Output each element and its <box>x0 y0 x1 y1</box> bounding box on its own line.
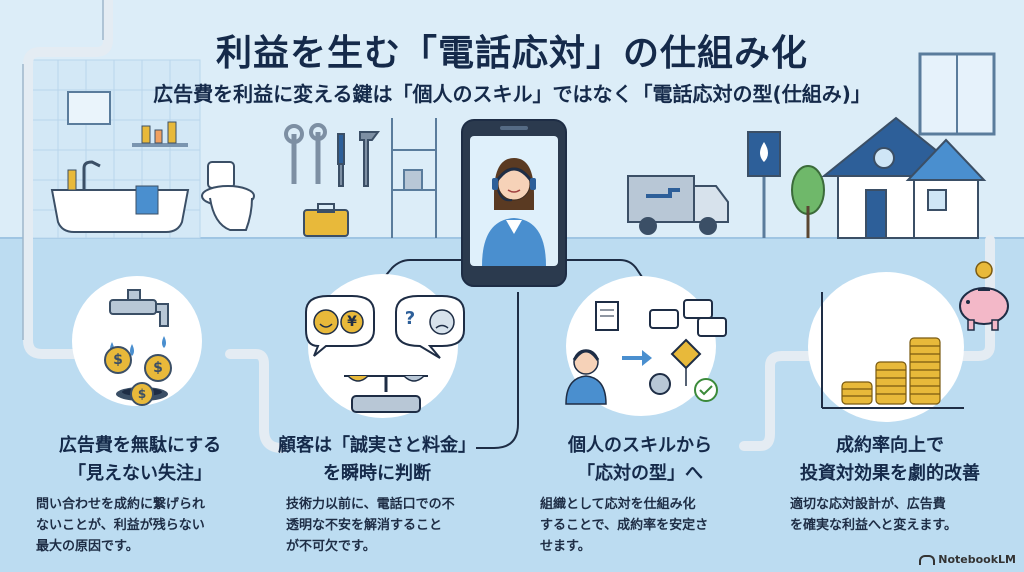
card2-title-line2: を瞬時に判断 <box>323 463 431 484</box>
brand-text: NotebookLM <box>938 553 1016 566</box>
piggy-bank-icon <box>959 261 1009 331</box>
page-subtitle: 広告費を利益に変える鍵は「個人のスキル」ではなく「電話応対の型(仕組み)」 <box>153 82 871 106</box>
card4-title-line1: 成約率向上で <box>836 435 944 456</box>
coin-icon: $ <box>104 346 132 374</box>
tree <box>791 165 825 238</box>
card3-title: 個人のスキルから 「応対の型」へ <box>530 432 750 488</box>
flowchart-icon <box>565 299 727 405</box>
card3-title-line1: 個人のスキルから <box>568 435 712 456</box>
question-icon: ? <box>404 308 416 329</box>
card2-body-line1: 技術力以前に、電話口での不 <box>286 497 455 512</box>
card2-body-line3: が不可欠です。 <box>286 539 376 554</box>
card4-body-line2: を確実な利益へと変えます。 <box>790 518 958 533</box>
card2-title: 顧客は「誠実さと料金」 を瞬時に判断 <box>262 432 492 488</box>
bathtub <box>50 160 190 233</box>
card1-title-line1: 広告費を無駄にする <box>58 435 222 456</box>
card1-title-line2: 「見えない失注」 <box>68 463 212 484</box>
card2-title-line1: 顧客は「誠実さと料金」 <box>278 435 476 456</box>
card4-body: 適切な応対設計が、広告費 を確実な利益へと変えます。 <box>790 494 1010 536</box>
card3-body-line2: することで、成約率を安定さ <box>540 518 709 533</box>
card3-title-line2: 「応対の型」へ <box>577 463 703 484</box>
card1-body-line1: 問い合わせを成約に繋げられ <box>36 497 206 512</box>
card3-body-line3: せます。 <box>540 539 591 554</box>
card1-body: 問い合わせを成約に繋げられ ないことが、利益が残らない 最大の原因です。 <box>36 494 256 557</box>
card4-body-line1: 適切な応対設計が、広告費 <box>790 497 946 512</box>
truck <box>627 175 729 235</box>
pipes <box>23 0 995 453</box>
card1-title: 広告費を無駄にする 「見えない失注」 <box>30 432 250 488</box>
card1-body-line2: ないことが、利益が残らない <box>36 518 205 533</box>
yen-icon: ¥ <box>347 314 357 330</box>
connector-lines <box>371 259 653 449</box>
shelving-rack <box>391 118 437 238</box>
card2-body: 技術力以前に、電話口での不 透明な不安を解消すること が不可欠です。 <box>286 494 506 557</box>
brand-label: NotebookLM <box>919 553 1016 566</box>
page-title: 利益を生む「電話応対」の仕組み化 <box>215 33 808 74</box>
coin-stack-growth-icon <box>821 292 964 409</box>
coin-icon: $ <box>144 354 172 382</box>
window <box>918 52 996 136</box>
card1-body-line3: 最大の原因です。 <box>36 539 139 554</box>
card3-body-line1: 組織として応対を仕組み化 <box>540 497 696 512</box>
house <box>821 116 987 239</box>
card2-body-line2: 透明な不安を解消すること <box>286 518 443 533</box>
coin-icon: $ <box>130 382 154 406</box>
bathroom-shelf <box>132 121 188 147</box>
tools <box>284 123 380 237</box>
scale-bubbles-icon <box>305 295 465 413</box>
card3-body: 組織として応対を仕組み化 することで、成約率を安定さ せます。 <box>540 494 760 557</box>
mirror <box>67 91 111 125</box>
smartphone-operator <box>461 119 567 287</box>
water-sign <box>747 131 781 238</box>
brand-logo-icon <box>919 555 936 565</box>
card4-title-line2: 投資対効果を劇的改善 <box>800 463 980 484</box>
toilet <box>201 161 255 231</box>
card4-title: 成約率向上で 投資対効果を劇的改善 <box>780 432 1000 488</box>
